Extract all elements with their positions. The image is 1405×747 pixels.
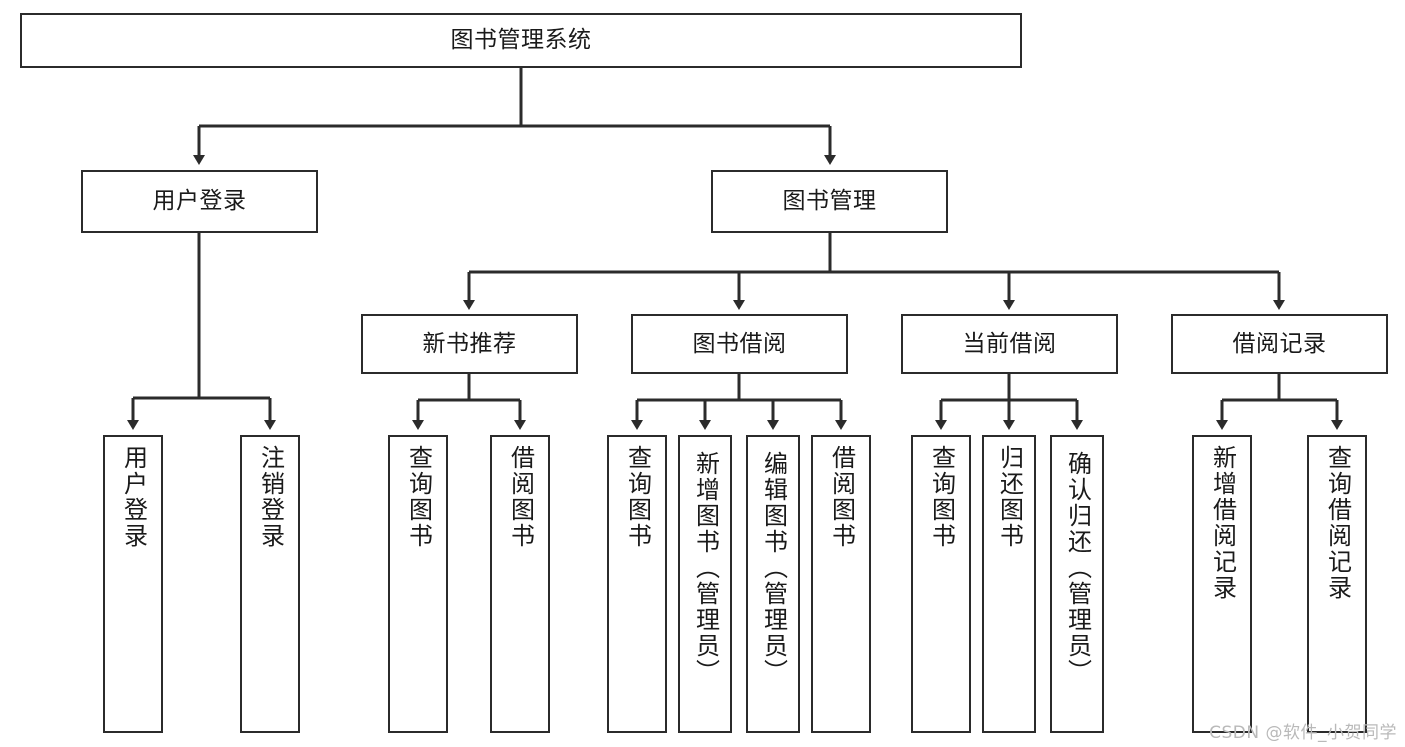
leaf-query-book-borrow[interactable]: 查询图书 bbox=[607, 435, 667, 733]
leaf-edit-book-admin[interactable]: 编辑图书（管理员） bbox=[746, 435, 800, 733]
node-label: 用户登录 bbox=[119, 445, 148, 549]
leaf-borrow-book[interactable]: 借阅图书 bbox=[811, 435, 871, 733]
node-borrow-record[interactable]: 借阅记录 bbox=[1171, 314, 1388, 374]
node-label: 新增借阅记录 bbox=[1208, 445, 1237, 601]
node-book-management[interactable]: 图书管理 bbox=[711, 170, 948, 233]
leaf-borrow-book-new[interactable]: 借阅图书 bbox=[490, 435, 550, 733]
node-label: 查询图书 bbox=[927, 445, 956, 549]
leaf-return-book[interactable]: 归还图书 bbox=[982, 435, 1036, 733]
node-label: 借阅图书 bbox=[827, 445, 856, 549]
leaf-confirm-return-admin[interactable]: 确认归还（管理员） bbox=[1050, 435, 1104, 733]
node-label: 查询借阅记录 bbox=[1323, 445, 1352, 601]
csdn-watermark: CSDN @软件_小贺同学 bbox=[1209, 723, 1397, 743]
node-label: 新书推荐 bbox=[422, 330, 517, 357]
leaf-user-login[interactable]: 用户登录 bbox=[103, 435, 163, 733]
leaf-logout[interactable]: 注销登录 bbox=[240, 435, 300, 733]
node-user-login[interactable]: 用户登录 bbox=[81, 170, 318, 233]
node-label: 注销登录 bbox=[256, 445, 285, 549]
node-book-borrow[interactable]: 图书借阅 bbox=[631, 314, 848, 374]
leaf-add-book-admin[interactable]: 新增图书（管理员） bbox=[678, 435, 732, 733]
node-label: 图书借阅 bbox=[692, 330, 787, 357]
node-label: 编辑图书（管理员） bbox=[759, 451, 788, 685]
node-label: 借阅记录 bbox=[1232, 330, 1327, 357]
node-label: 新增图书（管理员） bbox=[691, 451, 720, 685]
node-root-system[interactable]: 图书管理系统 bbox=[20, 13, 1022, 68]
node-label: 查询图书 bbox=[404, 445, 433, 549]
leaf-add-borrow-record[interactable]: 新增借阅记录 bbox=[1192, 435, 1252, 733]
node-current-borrow[interactable]: 当前借阅 bbox=[901, 314, 1118, 374]
node-label: 用户登录 bbox=[152, 188, 247, 214]
leaf-query-book-new[interactable]: 查询图书 bbox=[388, 435, 448, 733]
leaf-query-borrow-record[interactable]: 查询借阅记录 bbox=[1307, 435, 1367, 733]
node-label: 确认归还（管理员） bbox=[1063, 451, 1092, 685]
node-label: 图书管理系统 bbox=[450, 27, 592, 53]
leaf-query-book-current[interactable]: 查询图书 bbox=[911, 435, 971, 733]
node-label: 当前借阅 bbox=[962, 330, 1057, 357]
node-label: 图书管理 bbox=[782, 188, 877, 214]
node-label: 查询图书 bbox=[623, 445, 652, 549]
node-label: 归还图书 bbox=[995, 445, 1024, 549]
node-new-book-recommend[interactable]: 新书推荐 bbox=[361, 314, 578, 374]
node-label: 借阅图书 bbox=[506, 445, 535, 549]
